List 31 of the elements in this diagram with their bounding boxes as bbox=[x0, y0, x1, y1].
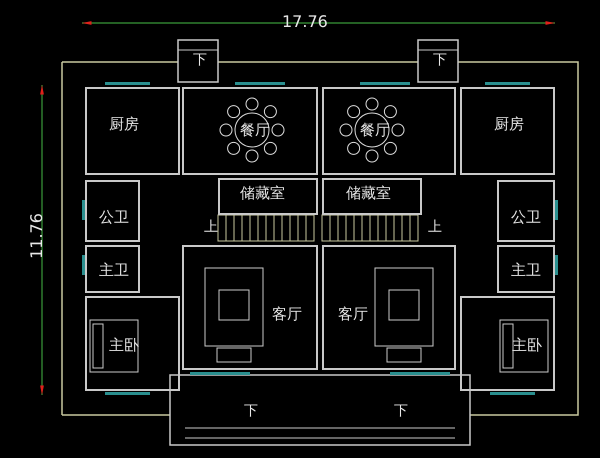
room-name: 公卫 bbox=[511, 210, 541, 225]
room-name: 厨房 bbox=[494, 117, 524, 132]
room-outline bbox=[460, 87, 555, 175]
stair-direction: 下 bbox=[433, 53, 447, 67]
stair-direction: 下 bbox=[394, 404, 408, 418]
room-outline bbox=[322, 178, 422, 215]
room-outline bbox=[497, 180, 555, 242]
room-name: 储藏室 bbox=[240, 186, 285, 201]
room-outline bbox=[322, 87, 456, 175]
room-outline bbox=[182, 245, 318, 370]
stair-direction: 上 bbox=[428, 220, 442, 234]
room-outline bbox=[85, 245, 140, 293]
room-outline bbox=[182, 87, 318, 175]
room-outline bbox=[85, 296, 180, 391]
room-outline bbox=[218, 178, 318, 215]
room-outline bbox=[85, 180, 140, 242]
stair-direction: 上 bbox=[204, 220, 218, 234]
room-name: 储藏室 bbox=[346, 186, 391, 201]
stair-direction: 下 bbox=[193, 53, 207, 67]
room-outline bbox=[322, 245, 456, 370]
dimension-value: 11.76 bbox=[28, 213, 45, 259]
room-name: 客厅 bbox=[338, 307, 368, 322]
room-name: 厨房 bbox=[109, 117, 139, 132]
room-name: 客厅 bbox=[272, 307, 302, 322]
room-name: 主卫 bbox=[99, 263, 129, 278]
room-outline bbox=[497, 245, 555, 293]
room-outline bbox=[85, 87, 180, 175]
stair-direction: 下 bbox=[244, 404, 258, 418]
room-name: 主卫 bbox=[511, 263, 541, 278]
room-name: 公卫 bbox=[99, 210, 129, 225]
room-outline bbox=[460, 296, 555, 391]
